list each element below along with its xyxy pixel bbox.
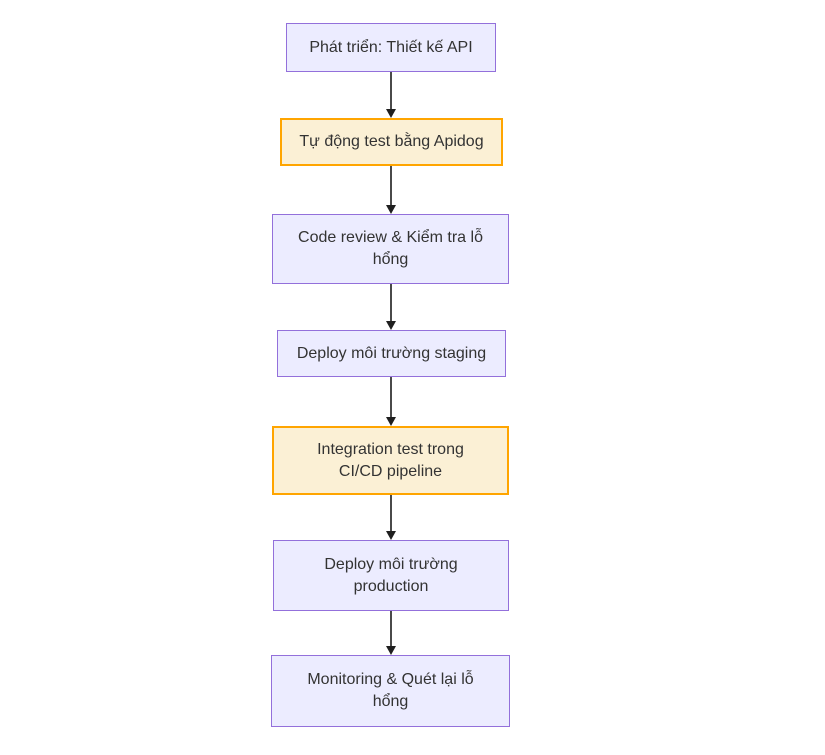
node-deploy-production: Deploy môi trường production bbox=[273, 540, 509, 611]
arrow-review-to-staging bbox=[386, 284, 396, 330]
arrowhead-icon bbox=[386, 646, 396, 655]
arrow-production-to-monitoring bbox=[386, 611, 396, 655]
node-deploy-staging: Deploy môi trường staging bbox=[277, 330, 506, 377]
arrowhead-icon bbox=[386, 321, 396, 330]
node-label: Monitoring & Quét lại lỗ bbox=[307, 671, 474, 688]
arrow-integration-to-production bbox=[386, 495, 396, 540]
node-label: Tự động test bằng Apidog bbox=[299, 133, 484, 150]
node-label: Phát triển: Thiết kế API bbox=[309, 38, 473, 56]
arrow-shaft bbox=[390, 611, 392, 646]
arrowhead-icon bbox=[386, 417, 396, 426]
node-label: CI/CD pipeline bbox=[338, 462, 443, 480]
arrow-shaft bbox=[390, 72, 392, 109]
node-auto-test-apidog: Tự động test bằng Apidog bbox=[280, 118, 503, 166]
arrow-staging-to-integration bbox=[386, 377, 396, 426]
arrow-shaft bbox=[390, 377, 392, 417]
arrowhead-icon bbox=[386, 531, 396, 540]
node-label: Code review & Kiểm tra lỗ bbox=[298, 229, 483, 246]
arrow-autotest-to-review bbox=[386, 166, 396, 214]
node-design-api: Phát triển: Thiết kế API bbox=[286, 23, 496, 72]
node-label: Deploy môi trường bbox=[324, 555, 458, 573]
arrow-shaft bbox=[390, 284, 392, 321]
node-label: Deploy môi trường staging bbox=[296, 344, 487, 362]
node-label: hổng bbox=[372, 693, 409, 710]
node-integration-test: Integration test trong CI/CD pipeline bbox=[272, 426, 509, 495]
arrow-design-to-autotest bbox=[386, 72, 396, 118]
node-label: production bbox=[353, 577, 429, 595]
node-monitoring: Monitoring & Quét lại lỗ hổng bbox=[271, 655, 510, 727]
arrowhead-icon bbox=[386, 205, 396, 214]
node-label: hổng bbox=[372, 251, 409, 268]
arrow-shaft bbox=[390, 495, 392, 531]
arrow-shaft bbox=[390, 166, 392, 205]
arrowhead-icon bbox=[386, 109, 396, 118]
node-code-review: Code review & Kiểm tra lỗ hổng bbox=[272, 214, 509, 284]
node-label: Integration test trong bbox=[317, 440, 464, 458]
